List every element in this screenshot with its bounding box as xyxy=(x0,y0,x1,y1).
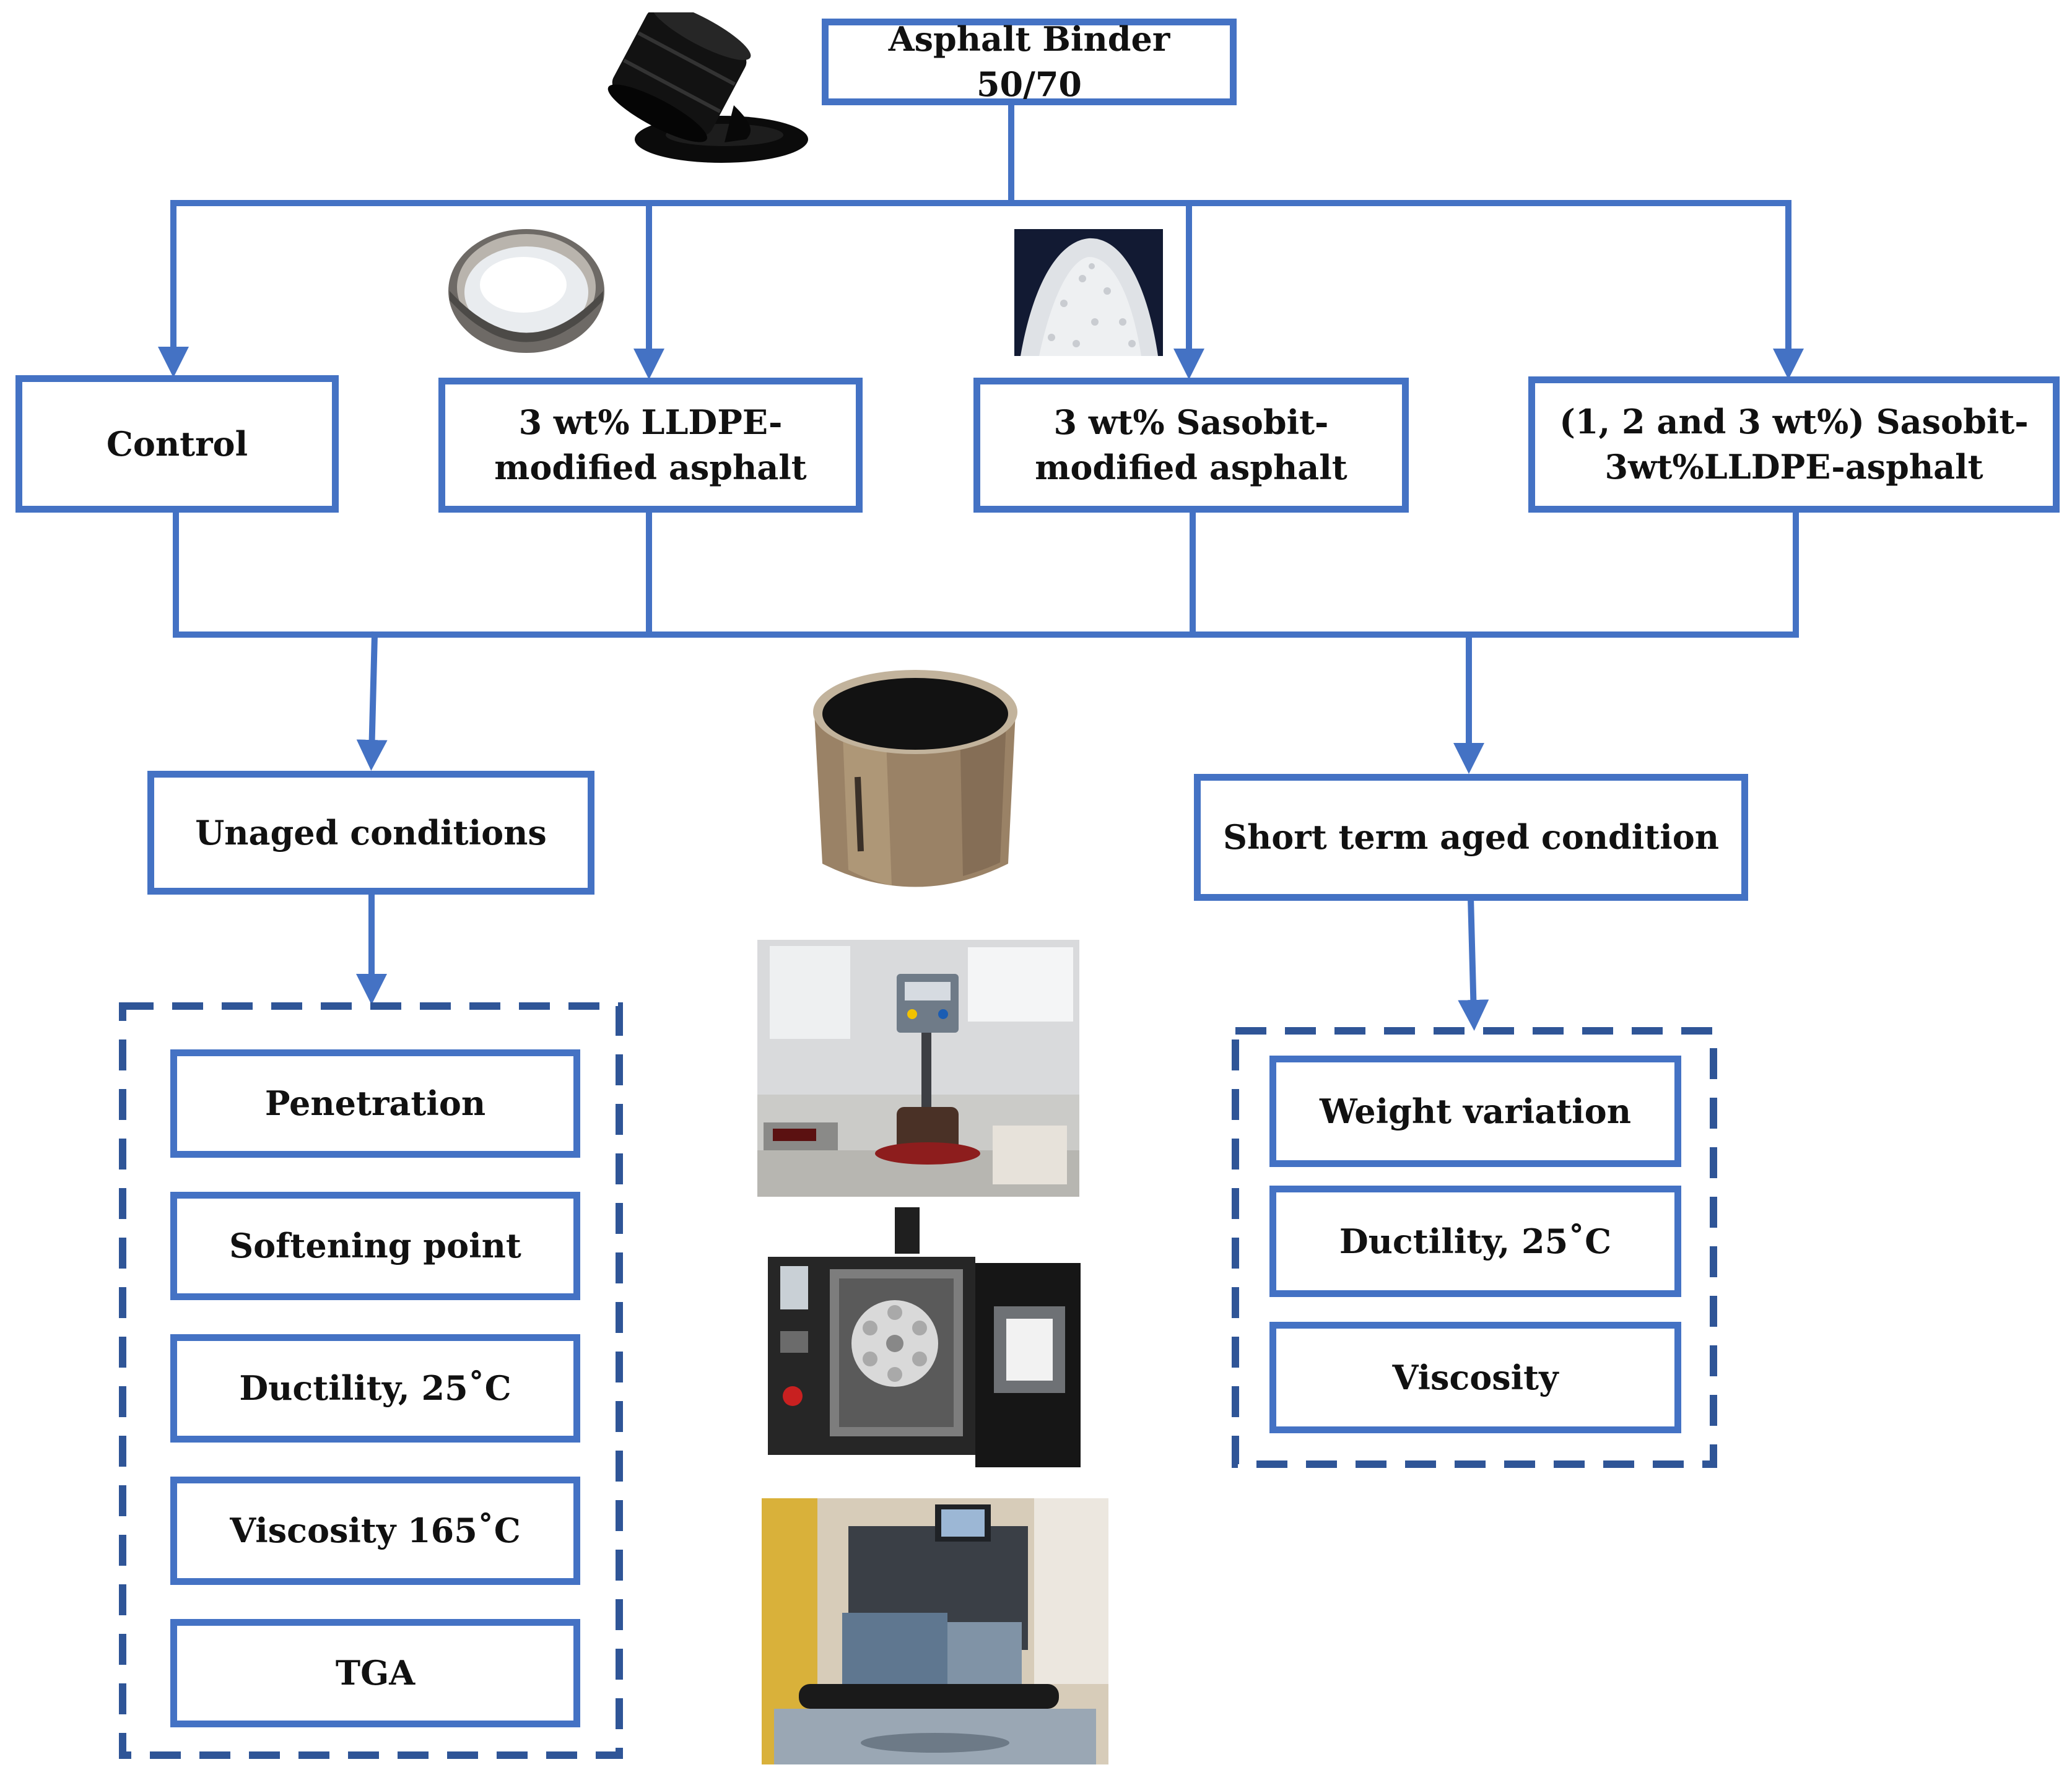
sasobit-pellets-photo xyxy=(1014,229,1163,356)
test-tga: TGA xyxy=(170,1619,580,1727)
unaged-conditions-box: Unaged conditions xyxy=(147,771,594,895)
test-weight-variation: Weight variation xyxy=(1269,1056,1681,1167)
arrow-to-unaged xyxy=(356,631,388,771)
test-viscosity-aged: Viscosity xyxy=(1269,1322,1681,1433)
unaged-tests-group xyxy=(119,1002,623,1759)
test-ductility-aged: Ductility, 25˚C xyxy=(1269,1186,1681,1297)
penetrometer-photo xyxy=(757,940,1079,1197)
asphalt-binder-box: Asphalt Binder 50/70 xyxy=(822,19,1237,105)
asphalt-barrel-photo xyxy=(607,12,808,163)
test-viscosity-165: Viscosity 165˚C xyxy=(170,1477,580,1585)
test-softening-point: Softening point xyxy=(170,1192,580,1300)
aged-tests-group xyxy=(1232,1027,1717,1468)
control-box: Control xyxy=(15,375,339,513)
test-penetration: Penetration xyxy=(170,1049,580,1158)
asphalt-can-photo xyxy=(813,670,1017,887)
lldpe-modified-box: 3 wt% LLDPE- modified asphalt xyxy=(438,378,863,513)
viscometer-photo xyxy=(762,1498,1108,1764)
test-ductility-unaged: Ductility, 25˚C xyxy=(170,1334,580,1443)
rtfo-oven-photo xyxy=(768,1207,1090,1473)
lldpe-powder-photo xyxy=(448,229,604,353)
sasobit-lldpe-box: (1, 2 and 3 wt%) Sasobit- 3wt%LLDPE-asph… xyxy=(1528,376,2060,513)
short-term-aged-box: Short term aged condition xyxy=(1194,774,1748,901)
arrow-to-aged-tests xyxy=(1458,894,1489,1031)
sasobit-modified-box: 3 wt% Sasobit- modified asphalt xyxy=(973,378,1409,513)
